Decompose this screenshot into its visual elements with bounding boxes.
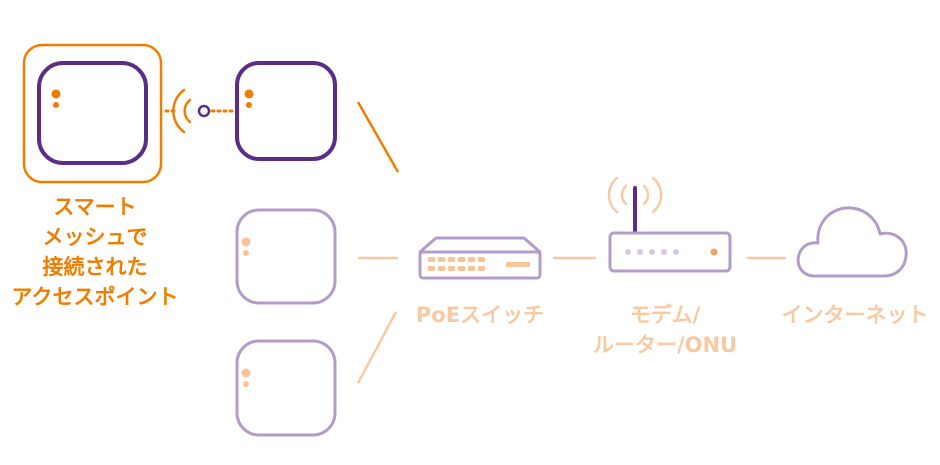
link-top-ap-switch xyxy=(356,101,400,173)
internet-label: インターネット xyxy=(781,303,929,327)
mesh-ap-highlight-frame xyxy=(22,43,163,184)
modem-router-label-line-2: ルーター/ONU xyxy=(592,333,738,357)
link-bottom-ap-switch xyxy=(356,311,398,384)
mesh-ap-label: スマート メッシュで 接続された アクセスポイント xyxy=(0,192,190,312)
access-point-icon-middle xyxy=(235,208,337,305)
modem-router-label-line-1: モデム/ xyxy=(629,303,701,327)
mesh-ap-label-line-1: スマート xyxy=(53,195,137,219)
access-point-icon-bottom xyxy=(235,339,337,437)
modem-router-label: モデム/ ルーター/ONU xyxy=(565,300,765,360)
router-icon xyxy=(607,176,732,273)
poe-switch-label: PoEスイッチ xyxy=(415,303,545,327)
access-point-icon-top xyxy=(235,61,337,161)
mesh-ap-label-line-3: 接続された xyxy=(42,255,148,279)
cloud-icon xyxy=(796,206,908,278)
network-switch-icon xyxy=(418,236,542,280)
mesh-ap-label-line-2: メッシュで xyxy=(42,225,148,249)
wifi-signal-icon xyxy=(172,88,211,134)
mesh-access-point-icon xyxy=(37,61,148,165)
mesh-ap-label-line-4: アクセスポイント xyxy=(11,285,179,309)
